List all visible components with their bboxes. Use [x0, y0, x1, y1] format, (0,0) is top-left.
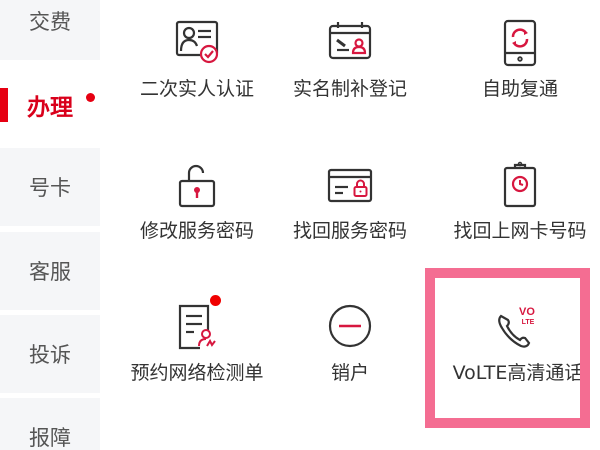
sidebar-item-label: 办理	[27, 95, 73, 121]
category-sidebar: 交费 办理 号卡 客服 投诉 报障	[0, 0, 100, 450]
active-indicator	[0, 88, 8, 122]
volte-phone-icon: VO LTE	[498, 306, 535, 348]
service-self-reactivation[interactable]: 自助复通	[435, 18, 600, 138]
service-change-service-password[interactable]: 修改服务密码	[112, 160, 282, 280]
service-label: 预约网络检测单	[130, 362, 264, 384]
service-book-network-check[interactable]: 预约网络检测单	[112, 295, 282, 422]
service-cancel-account[interactable]: 销户	[265, 302, 435, 422]
sidebar-item-sim-card[interactable]: 号卡	[0, 148, 100, 226]
sidebar-item-label: 报障	[29, 426, 71, 450]
minus-circle-icon	[328, 304, 372, 348]
service-real-person-auth[interactable]: 二次实人认证	[112, 18, 282, 138]
sidebar-item-report-fault[interactable]: 报障	[0, 398, 100, 450]
sidebar-item-label: 投诉	[29, 343, 71, 367]
card-lock-icon	[327, 168, 373, 203]
sidebar-item-label: 号卡	[29, 176, 71, 200]
sidebar-item-payment[interactable]: 交费	[0, 0, 100, 60]
service-label: 二次实人认证	[139, 78, 254, 100]
service-label: 找回服务密码	[292, 220, 407, 242]
service-recover-service-password[interactable]: 找回服务密码	[265, 160, 435, 280]
padlock-icon	[178, 164, 216, 208]
sidebar-item-handle[interactable]: 办理	[0, 66, 100, 144]
service-label: 修改服务密码	[139, 220, 254, 242]
service-real-name-registration[interactable]: 实名制补登记	[265, 18, 435, 138]
service-volte-hd-call[interactable]: VO LTE VoLTE高清通话	[433, 302, 600, 422]
sidebar-item-label: 客服	[29, 260, 71, 284]
phone-refresh-icon	[503, 19, 537, 67]
calendar-user-icon	[328, 22, 372, 60]
service-recover-data-card-number[interactable]: 找回上网卡号码	[435, 160, 600, 280]
clipboard-clock-icon	[503, 161, 537, 208]
service-label: 自助复通	[481, 78, 558, 100]
svg-text:LTE: LTE	[522, 319, 535, 326]
service-label: 销户	[330, 362, 369, 384]
new-badge-dot	[210, 295, 221, 306]
sidebar-item-complaint[interactable]: 投诉	[0, 315, 100, 393]
sidebar-item-customer-service[interactable]: 客服	[0, 232, 100, 310]
service-label: 找回上网卡号码	[453, 220, 587, 242]
service-label: 实名制补登记	[292, 78, 407, 100]
svg-text:VO: VO	[519, 306, 535, 318]
notification-dot	[86, 93, 95, 102]
sidebar-item-label: 交费	[29, 10, 71, 34]
id-card-check-icon	[175, 20, 219, 64]
document-user-icon	[178, 304, 216, 350]
service-label: VoLTE高清通话	[452, 362, 584, 384]
